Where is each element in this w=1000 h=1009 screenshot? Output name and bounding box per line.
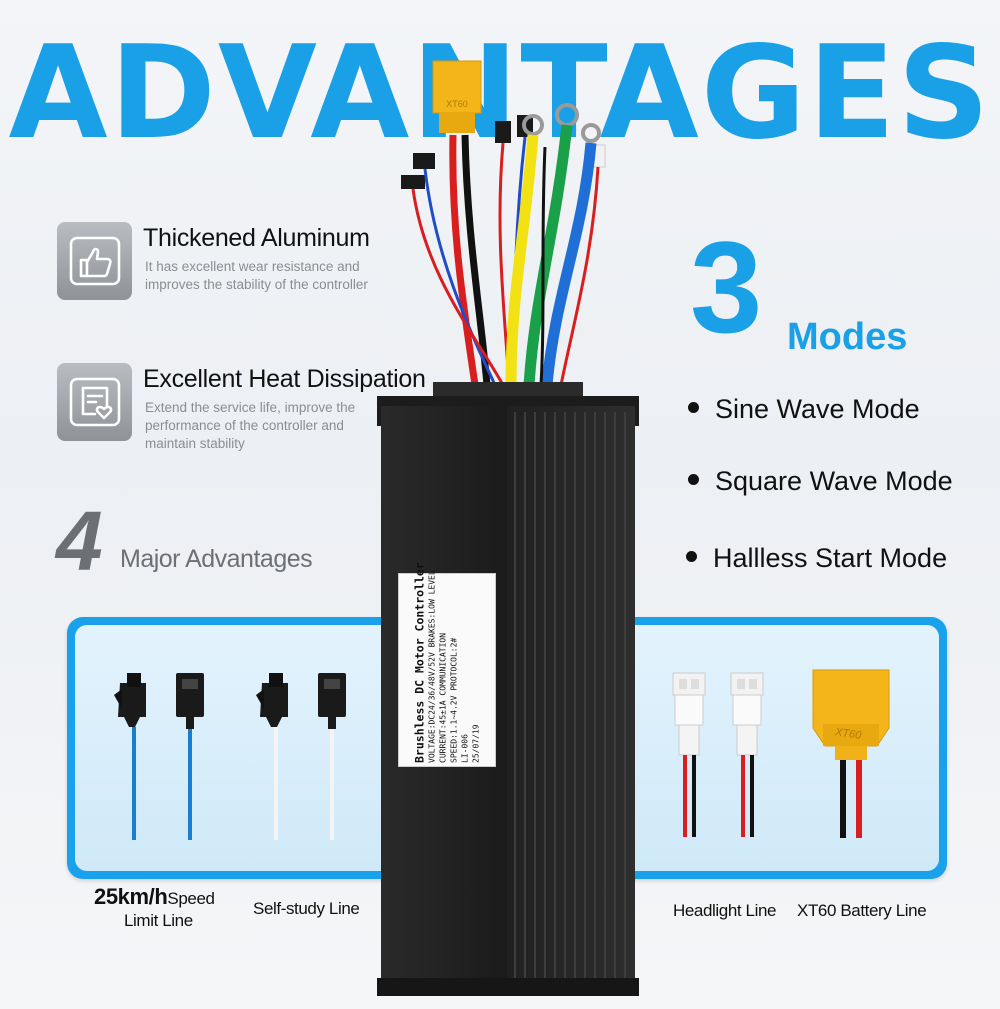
advantages-count: 4	[56, 494, 103, 588]
feature-heat-dissipation: Excellent Heat Dissipation Extend the se…	[57, 363, 427, 453]
thumbs-up-icon	[57, 222, 132, 300]
mode-label: Square Wave Mode	[715, 466, 953, 496]
modes-label: Modes	[787, 316, 908, 358]
controller-label-line: CURRENT:45±1A COMMUNICATION	[438, 632, 448, 763]
speed-limit-text: Speed	[167, 889, 215, 908]
feature-description: Extend the service life, improve the per…	[145, 400, 356, 451]
feature-description: It has excellent wear resistance and imp…	[145, 259, 368, 292]
controller-label-line: VOLTAGE:DC24/36/48V/52V BRAKES:LOW LEVEL	[427, 570, 437, 763]
self-study-caption: Self-study Line	[253, 899, 360, 918]
headlight-caption: Headlight Line	[673, 901, 777, 920]
bullet-icon	[688, 474, 699, 486]
headlight-connector-icon	[672, 672, 764, 837]
feature-thickened-aluminum: Thickened Aluminum It has excellent wear…	[57, 222, 397, 312]
bullet-icon	[688, 402, 699, 414]
speed-limit-connector-icon	[114, 673, 204, 840]
controller-label-text: Brushless DC Motor Controller VOLTAGE:DC…	[412, 562, 482, 763]
mode-item: Square Wave Mode	[688, 466, 953, 497]
modes-count: 3	[690, 214, 763, 360]
top-xt60-text: XT60	[446, 99, 468, 109]
feature-title: Excellent Heat Dissipation	[143, 365, 426, 393]
controller-label-card: Brushless DC Motor Controller VOLTAGE:DC…	[398, 562, 496, 767]
mode-label: Sine Wave Mode	[715, 394, 920, 424]
speed-limit-caption: 25km/hSpeed	[94, 884, 215, 910]
mode-label: Hallless Start Mode	[713, 543, 948, 573]
bullet-icon	[686, 551, 697, 563]
controller-label-title: Brushless DC Motor Controller	[412, 562, 427, 763]
self-study-connector-icon	[256, 673, 346, 840]
feature-title: Thickened Aluminum	[143, 224, 370, 252]
mode-item: Sine Wave Mode	[688, 394, 920, 425]
advantages-label: Major Advantages	[120, 545, 313, 573]
document-heart-icon	[57, 363, 132, 441]
mode-item: Hallless Start Mode	[686, 543, 947, 574]
controller-cables: XT60	[401, 60, 606, 386]
xt60-connector-icon	[812, 669, 890, 838]
speed-limit-caption-line2: Limit Line	[124, 911, 193, 930]
controller-label-line: 25/07/19	[471, 724, 481, 763]
controller-label-line: SPEED:1.1~4.2V PROTOCOL:2#	[449, 637, 459, 763]
speed-limit-value: 25km/h	[94, 884, 168, 909]
controller-label-line: LI-006	[460, 734, 470, 763]
battery-caption: XT60 Battery Line	[797, 901, 927, 920]
